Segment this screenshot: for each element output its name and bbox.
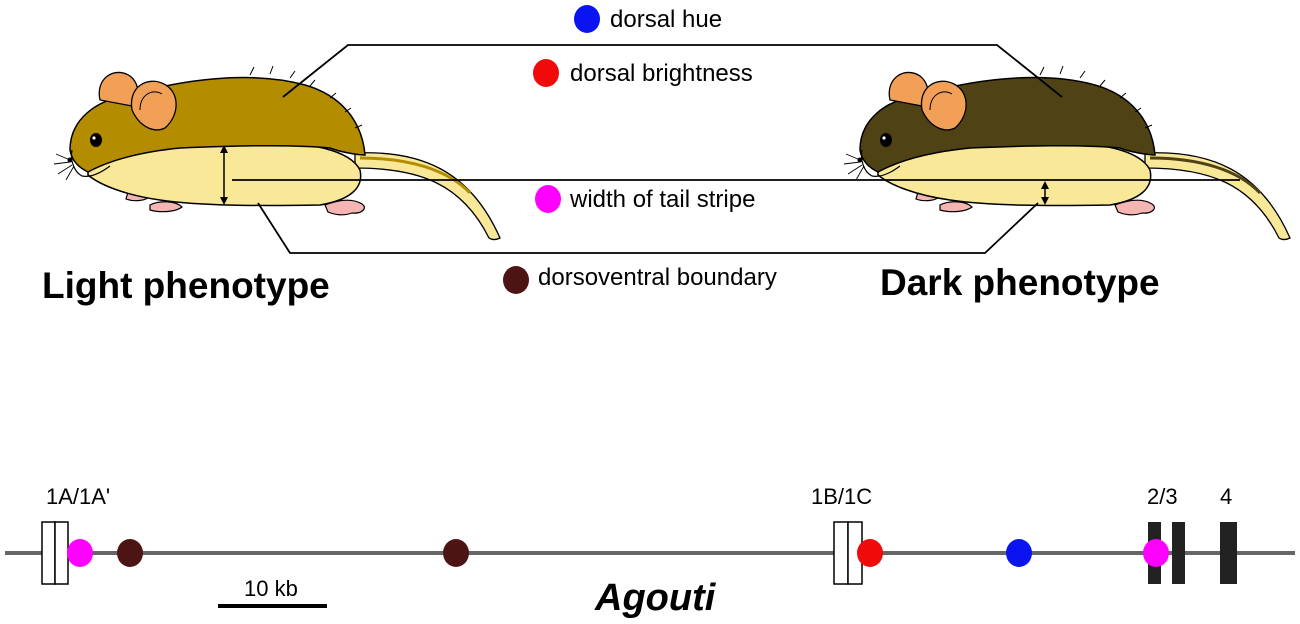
exon-label-1b: 1B/1C [811, 484, 872, 509]
light-boundary-arrow [220, 145, 228, 205]
legend-item-dorsal-brightness: dorsal brightness [533, 59, 753, 87]
exon-1b-boxes [833, 521, 863, 585]
marker-dorsoventral-2 [443, 539, 469, 567]
dark-phenotype-label: Dark phenotype [880, 262, 1160, 303]
connector-lines [232, 44, 1240, 254]
exon-1a-boxes [41, 521, 69, 585]
agouti-gene-map: 1A/1A' 1B/1C 2/3 4 10 kb Agouti [5, 484, 1295, 619]
legend-label-dorsoventral-boundary: dorsoventral boundary [538, 264, 777, 291]
exon-label-1a: 1A/1A' [46, 484, 110, 509]
marker-dorsoventral-1 [117, 539, 143, 567]
scale-bar-label: 10 kb [244, 576, 298, 601]
light-mouse-illustration [52, 64, 502, 241]
legend-label-dorsal-hue: dorsal hue [610, 6, 722, 33]
light-phenotype-label: Light phenotype [42, 265, 330, 306]
legend-item-dorsal-hue: dorsal hue [574, 5, 722, 33]
dark-mouse-illustration [842, 64, 1292, 241]
trait-legend: dorsal hue dorsal brightness width of ta… [503, 5, 777, 294]
marker-tail-stripe-2 [1143, 539, 1169, 567]
dark-boundary-arrow [1041, 181, 1049, 205]
legend-item-tail-stripe: width of tail stripe [535, 185, 755, 213]
exon-label-4: 4 [1220, 484, 1232, 509]
marker-dorsal-brightness [857, 539, 883, 567]
exon-4-box [1220, 522, 1237, 584]
legend-item-dorsoventral-boundary: dorsoventral boundary [503, 264, 777, 294]
legend-label-dorsal-brightness: dorsal brightness [570, 60, 753, 87]
marker-dorsal-hue [1006, 539, 1032, 567]
gene-name-label: Agouti [594, 577, 717, 619]
marker-tail-stripe-1 [67, 539, 93, 567]
exon-label-2-3: 2/3 [1147, 484, 1178, 509]
legend-label-tail-stripe: width of tail stripe [569, 186, 755, 213]
